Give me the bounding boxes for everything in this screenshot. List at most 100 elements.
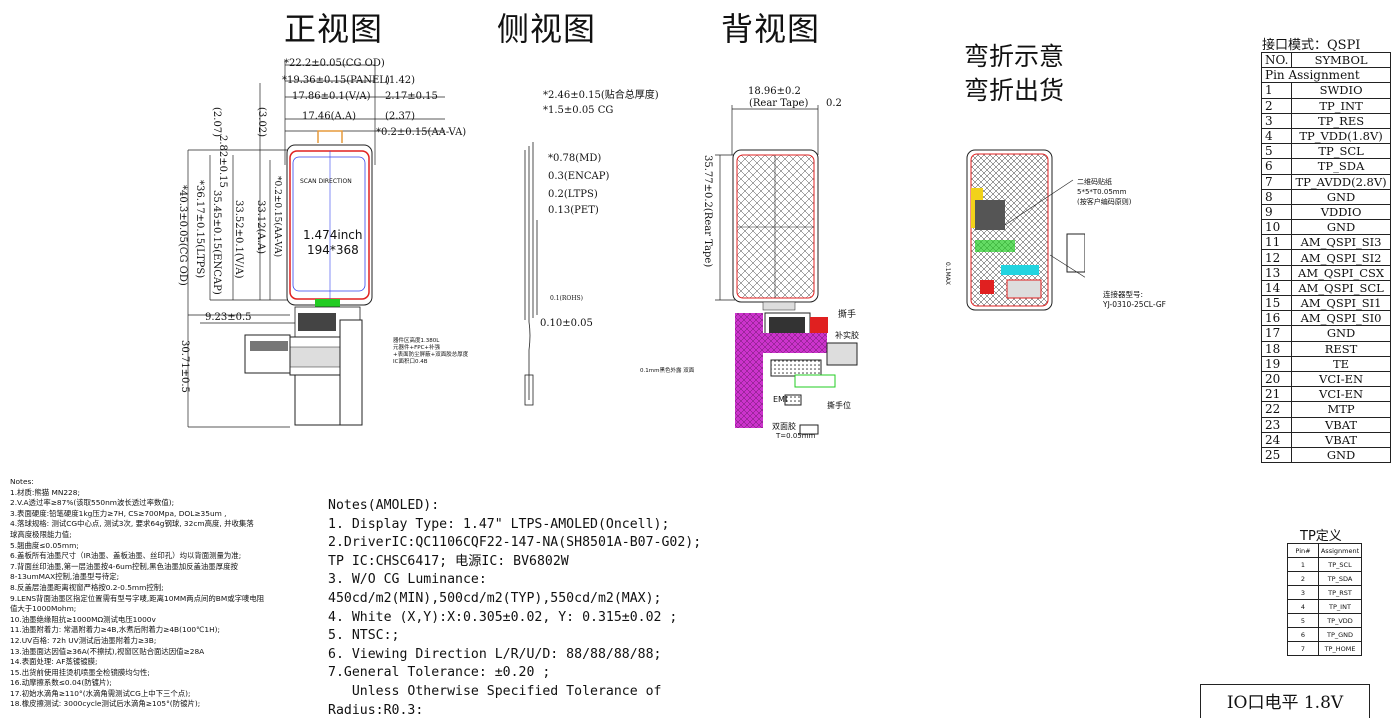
amoled-note-line: TP IC:CHSC6417; 电源IC: BV6802W [328,553,569,569]
note-line: 6.盖板所有油墨尺寸（IR油墨、盖板油墨、丝印孔）均以背面测量为准; [10,551,242,561]
pin-table-header-no: NO. [1260,51,1293,69]
side-exposed-label: 0.1mm黑色外露 双面 [640,368,695,374]
dim-panel-width: *19.36±0.15(PANEL) [282,75,390,86]
pin-symbol: VBAT [1291,416,1391,433]
dim-pet: 0.13(PET) [548,205,599,216]
note-line: 8-13umMAX控制,油墨型号待定; [10,572,120,582]
pin-number: 15 [1260,294,1293,312]
note-line: 3.表面硬度:铅笔硬度1kg压力≥7H, CS≥700Mpa, DOL≥35um… [10,508,227,518]
note-line: 15.出货前使用挂烫机喷墨全检镜膜均匀性; [10,667,150,677]
pin-table-subheader: Pin Assignment [1261,67,1391,84]
bend-max-dim: 0.1MAX [944,262,951,285]
note-line: 值大于1000Mohm; [10,604,77,614]
pin-symbol: TP_INT [1291,97,1391,114]
pin-number: 18 [1260,340,1293,357]
tp-pin-number: 3 [1287,585,1319,600]
pin-number: 16 [1260,310,1293,327]
pin-number: 1 [1260,82,1293,99]
notes-amoled: Notes(AMOLED):1. Display Type: 1.47" LTP… [328,497,728,720]
dim-ltps: 0.2(LTPS) [548,189,598,200]
dim-md: *0.78(MD) [548,153,602,164]
pin-table-header-row: NO.SYMBOL [1260,51,1391,69]
pin-number: 8 [1260,188,1293,205]
dim-rohs: 0.1(ROHS) [550,295,584,302]
interface-mode-label: 接口模式：QSPI [1262,38,1361,53]
dim-va-height: 33.52±0.1(V/A) [233,200,244,279]
io-level-box: IO口电平 1.8V [1200,684,1370,718]
dim-fpc-length: 30.71±0.5 [179,340,190,393]
notes-left: Notes:1.材质:熊猫 MN228;2.V.A透过率≥87%(该取550nm… [10,477,310,710]
connector-note-line: YJ-0310-25CL-GF [1103,300,1166,309]
tp-assignment: TP_SDA [1318,571,1362,586]
fpc-note-line: IC面积口0.4B [393,359,428,365]
pin-number: 22 [1260,401,1293,418]
dim-ltps-height: *36.17±0.15(LTPS) [194,180,205,279]
amoled-note-line: 450cd/m2(MIN),500cd/m2(TYP),550cd/m2(MAX… [328,590,662,606]
dim-top-3: (3.02) [256,107,267,138]
note-line: 4.落球规格: 测试CG中心点, 测试3次, 要求64g钢球, 32cm高度, … [10,519,254,529]
pin-symbol: TP_AVDD(2.8V) [1291,173,1391,190]
dim-top-gap: 2.82±0.15 [217,135,228,188]
note-line: 5.翘曲度≤0.05mm; [10,540,79,550]
pin-table-header-symbol: SYMBOL [1291,51,1391,69]
bend-title-line2: 弯折出货 [964,76,1065,105]
dim-aa-width: 17.46(A.A) [302,111,357,122]
note-line: 球高度极限能力值; [10,529,72,539]
amoled-note-line: 5. NTSC:; [328,628,400,644]
note-line: 11.油墨附着力: 常温附着力≥4B,水煮后附着力≥4B(100℃1H); [10,625,221,635]
dim-encap-height: 35.45±0.15(ENCAP) [211,190,222,295]
dim-cg-height: *40.3±0.05(CG OD) [177,185,188,286]
scan-direction-label: SCAN DIRECTION [300,178,352,185]
tp-header-pin: Pin# [1287,543,1319,558]
note-line: 8.反盖层油墨距离视窗严格按0.2-0.5mm控制; [10,582,164,592]
pin-symbol: TP_SDA [1291,158,1391,175]
pin-symbol: VDDIO [1291,203,1391,221]
tp-pin-number: 7 [1287,641,1319,656]
pin-number: 9 [1260,203,1293,221]
connector-note-line: 连接器型号: [1103,290,1144,299]
bend-title-line1: 弯折示意 [964,42,1065,71]
tp-pin-number: 1 [1287,557,1319,572]
tp-table-title: TP定义 [1300,529,1342,544]
note-line: 7.背面丝印油墨,第一层油墨按4-6um控制,黑色油墨加反盖油墨厚度按 [10,561,238,571]
note-line: 18.橡皮擦测试: 3000cycle测试后水滴角≥105°(防镀片); [10,699,201,709]
connector-note: 连接器型号: YJ-0310-25CL-GF [1103,290,1166,310]
dim-rear-tape-width: 18.96±0.2 [748,86,801,97]
tp-pin-number: 6 [1287,627,1319,642]
dim-back-gap: 0.2 [826,98,842,109]
pin-symbol: GND [1291,325,1391,342]
dim-aa-height: 33.12(A.A) [255,200,266,255]
pin-symbol: MTP [1291,401,1391,418]
emi-label: EMI [773,395,788,404]
pin-symbol: TP_SCL [1291,143,1391,160]
dim-va-width: 17.86±0.1(V/A) [292,91,371,102]
pin-symbol: AM_QSPI_SI0 [1291,310,1391,327]
pin-number: 20 [1260,370,1293,388]
dim-va-offset: 2.17±0.15 [385,91,438,102]
note-line: Notes: [10,477,34,486]
pin-number: 17 [1260,325,1293,342]
dim-encap: 0.3(ENCAP) [548,171,610,182]
tear-position-label: 撕手位 [827,401,851,410]
pin-number: 3 [1260,112,1293,129]
note-line: 9.LENS背面油墨区指定位置需有型号字唛,距离10MM两点间的BM或字唛电阻 [10,593,265,603]
